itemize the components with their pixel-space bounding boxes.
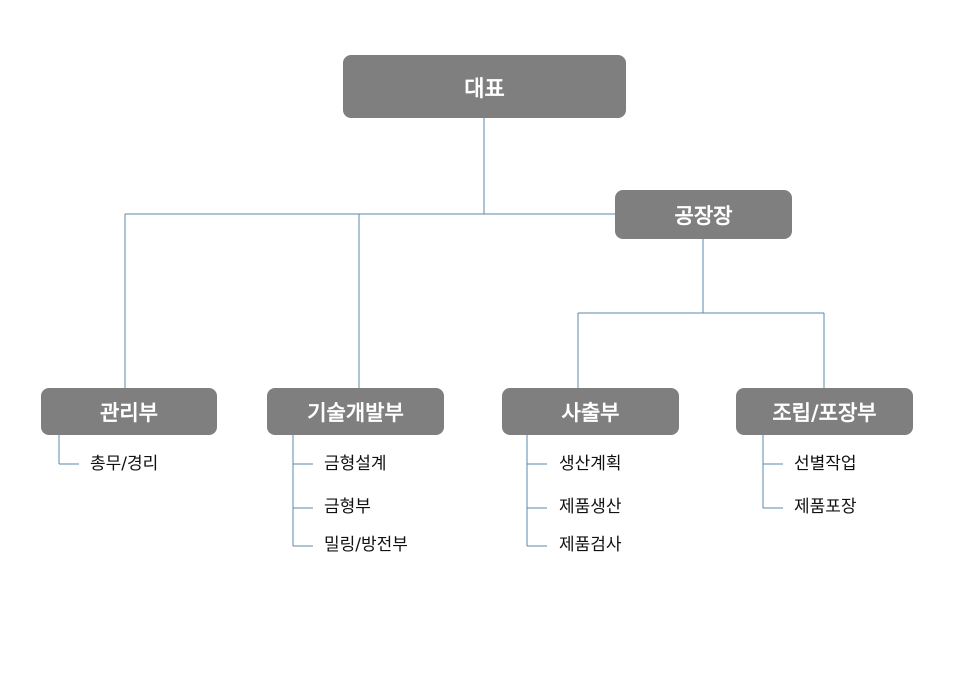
team-tech-1: 금형설계 xyxy=(324,454,387,474)
node-factory-head: 공장장 xyxy=(615,190,792,239)
team-injection-1: 생산계획 xyxy=(559,454,622,474)
team-assembly-2: 제품포장 xyxy=(794,497,857,517)
team-assembly-1: 선별작업 xyxy=(794,454,857,474)
node-ceo: 대표 xyxy=(343,55,626,118)
node-dept-admin: 관리부 xyxy=(41,388,217,435)
team-admin-1: 총무/경리 xyxy=(90,454,159,474)
node-dept-tech: 기술개발부 xyxy=(267,388,444,435)
node-dept-injection: 사출부 xyxy=(502,388,679,435)
team-tech-2: 금형부 xyxy=(324,497,371,517)
team-injection-3: 제품검사 xyxy=(559,535,622,555)
node-dept-assembly: 조립/포장부 xyxy=(736,388,913,435)
team-tech-3: 밀링/방전부 xyxy=(324,535,408,555)
team-injection-2: 제품생산 xyxy=(559,497,622,517)
